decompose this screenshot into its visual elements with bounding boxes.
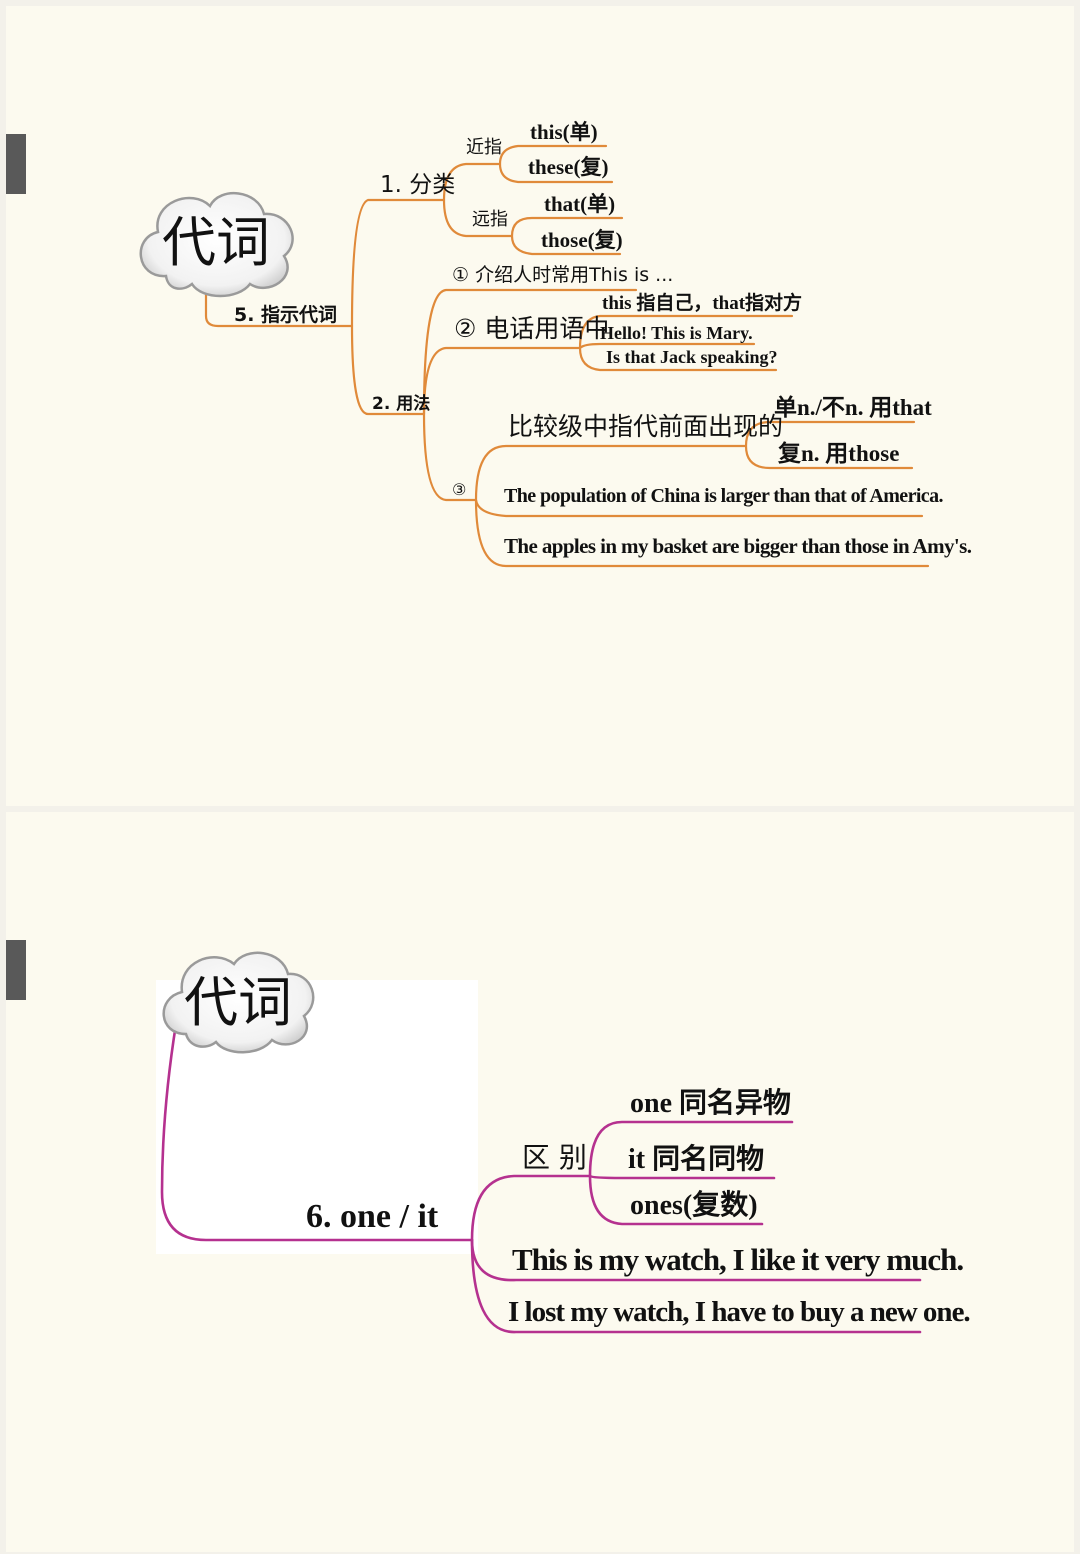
leaf-this: this(单) bbox=[530, 120, 598, 144]
comparative-label: 比较级中指代前面出现的 bbox=[508, 412, 784, 441]
mindmap-branches bbox=[204, 144, 930, 568]
leaf-these: these(复) bbox=[528, 155, 609, 179]
difference-ones: ones(复数) bbox=[630, 1190, 758, 1221]
slide-side-tab bbox=[6, 134, 26, 194]
branch-far: 远指 bbox=[472, 209, 508, 230]
topic-node-demonstrative: 5. 指示代词 bbox=[234, 304, 338, 326]
mindmap-branches bbox=[160, 1022, 922, 1334]
example-it: This is my watch, I like it very much. bbox=[512, 1242, 964, 1277]
root-node-label: 代词 bbox=[162, 211, 270, 274]
comparative-singular: 单n./不n. 用that bbox=[774, 395, 932, 420]
example-one: I lost my watch, I have to buy a new one… bbox=[508, 1296, 971, 1328]
usage-introduce: ① 介绍人时常用This is ... bbox=[452, 264, 674, 286]
telephone-note: this 指自己，that指对方 bbox=[602, 293, 803, 314]
difference-it: it 同名同物 bbox=[628, 1144, 765, 1175]
comparative-example-1: The population of China is larger than t… bbox=[504, 485, 943, 507]
root-node-label: 代词 bbox=[184, 971, 292, 1034]
difference-one: one 同名异物 bbox=[630, 1088, 792, 1119]
branch-classification: 1. 分类 bbox=[380, 172, 456, 198]
comparative-plural: 复n. 用those bbox=[778, 441, 900, 466]
telephone-example-1: Hello! This is Mary. bbox=[600, 323, 753, 343]
slide-demonstrative-pronouns: 代词 5. 指示代词 1. 分类 近指 this(单) these(复) 远指 … bbox=[6, 6, 1074, 806]
slide-one-it: 代词 6. one / it 区 别 one 同名异物 it 同名同物 ones… bbox=[6, 812, 1074, 1552]
branch-difference: 区 别 bbox=[522, 1141, 587, 1174]
topic-node-one-it: 6. one / it bbox=[306, 1198, 439, 1235]
slide-side-tab bbox=[6, 940, 26, 1000]
comparative-example-2: The apples in my basket are bigger than … bbox=[504, 534, 972, 558]
branch-usage: 2. 用法 bbox=[372, 394, 431, 414]
branch-near: 近指 bbox=[466, 137, 502, 158]
telephone-example-2: Is that Jack speaking? bbox=[606, 347, 778, 367]
usage-telephone: ② 电话用语中 bbox=[454, 314, 610, 343]
leaf-that: that(单) bbox=[544, 192, 616, 216]
leaf-those: those(复) bbox=[541, 228, 623, 252]
cloud-icon bbox=[139, 192, 294, 298]
cloud-icon bbox=[162, 951, 315, 1054]
usage-comparative-marker: ③ bbox=[452, 480, 467, 499]
